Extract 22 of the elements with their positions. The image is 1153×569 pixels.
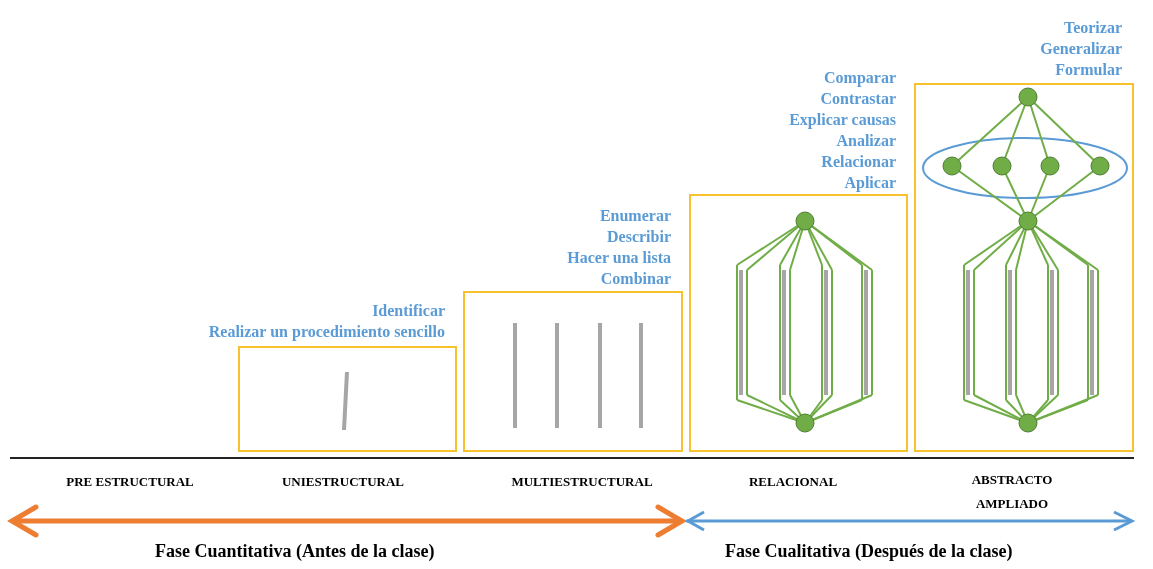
verb-text: Teorizar	[1062, 18, 1122, 38]
verb-text: Comparar	[823, 68, 896, 88]
verb-text: Describir	[606, 227, 671, 247]
verb-text: Realizar un procedimiento sencillo	[208, 322, 445, 342]
verb-text: Analizar	[835, 131, 896, 151]
verb-text: Combinar	[599, 269, 671, 289]
verb-text: Enumerar	[598, 206, 671, 226]
verb-text: Contrastar	[819, 89, 896, 109]
phase-label: Fase Cuantitativa (Antes de la clase)	[155, 541, 435, 562]
verb-text: Identificar	[371, 301, 445, 321]
verb-text: Explicar causas	[789, 110, 896, 130]
phase-label: Fase Cualitativa (Después de la clase)	[725, 541, 1013, 562]
level-label: MULTIESTRUCTURAL	[510, 473, 654, 491]
verb-text: Generalizar	[1040, 39, 1122, 59]
verb-text: Relacionar	[820, 152, 896, 172]
verb-text: Formular	[1054, 60, 1122, 80]
level-label: RELACIONAL	[747, 473, 839, 491]
verb-text: Hacer una lista	[567, 248, 671, 268]
level-label: UNIESTRUCTURAL	[280, 473, 406, 491]
level-label: ABSTRACTO AMPLIADO	[970, 471, 1054, 513]
verb-text: Aplicar	[843, 173, 896, 193]
level-label: PRE ESTRUCTURAL	[65, 473, 195, 491]
